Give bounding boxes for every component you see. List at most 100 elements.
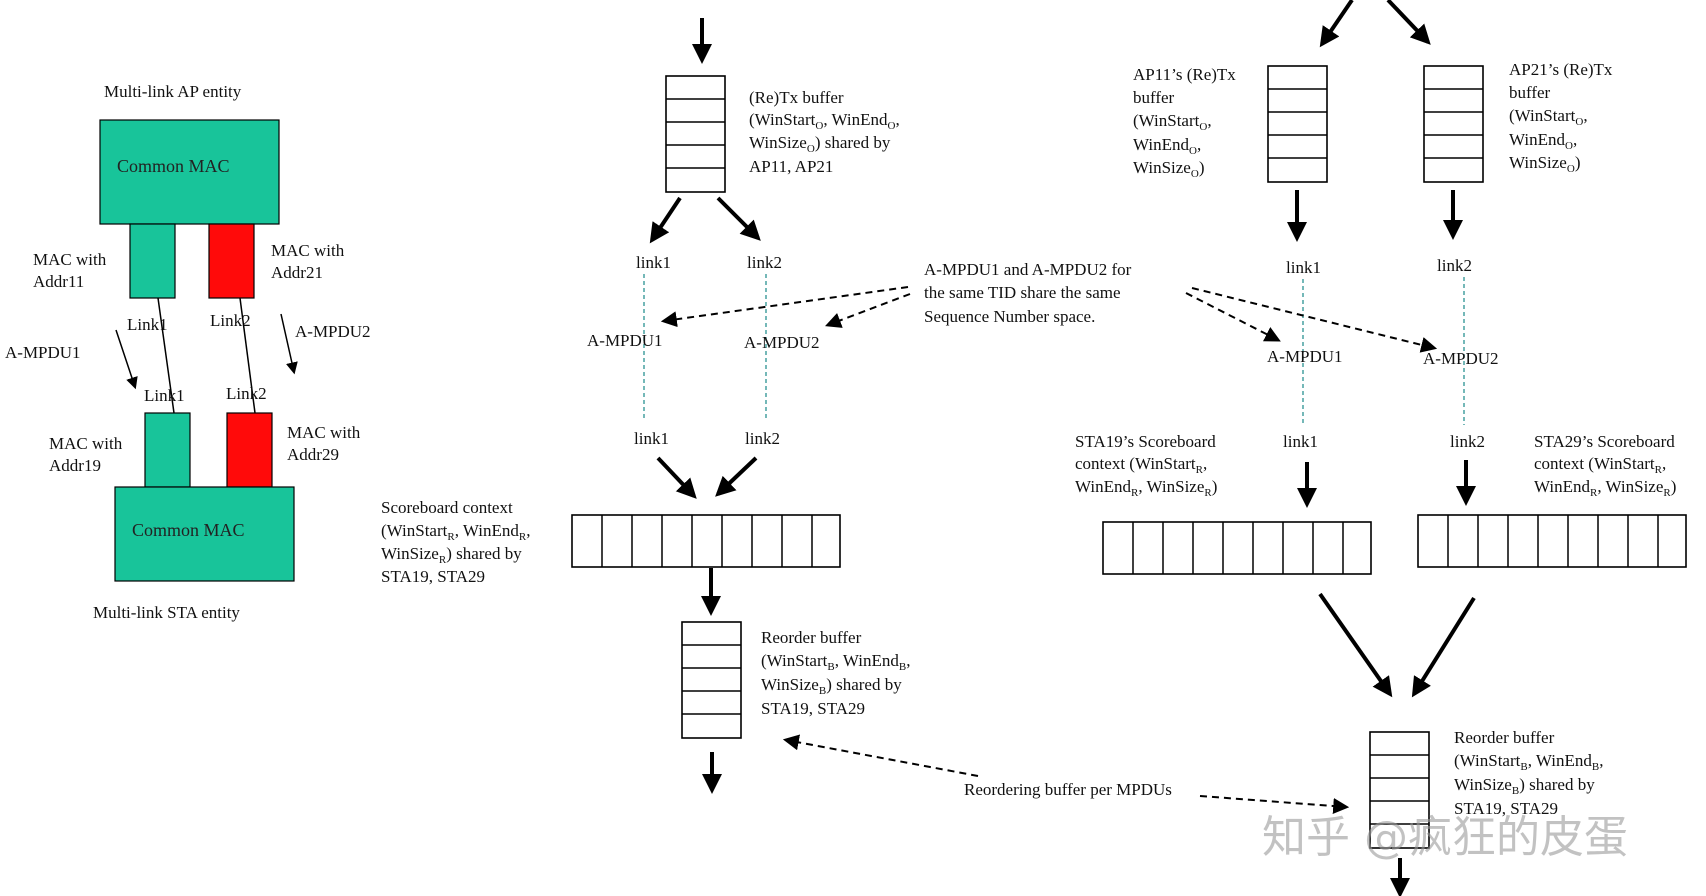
right-top-arrow-left (1319, 0, 1354, 48)
sta29-scoreboard-label: STA29’s Scoreboard (1534, 432, 1675, 451)
watermark: 知乎 @疯狂的皮蛋 (1262, 812, 1628, 863)
ap21-buffer-label-2: buffer (1509, 83, 1551, 102)
mid-tx-buffer-label-3: WinSizeO) shared by (749, 133, 891, 155)
right-reorder-label-2: (WinStartB, WinEndB, (1454, 751, 1603, 773)
sta-common-mac-box (114, 486, 295, 582)
reorder-note-to-right-arrow (1199, 795, 1350, 815)
mid-reorder-label-2: (WinStartB, WinEndB, (761, 651, 910, 673)
right-reorder-label-4: STA19, STA29 (1454, 799, 1558, 818)
mac-addr19-label-2: Addr19 (49, 456, 101, 475)
right-reorder-buffer (1369, 731, 1430, 849)
sta19-scoreboard-label-2: context (WinStartR, (1075, 454, 1207, 476)
ap21-buffer-label-4: WinEndO, (1509, 130, 1577, 152)
mac-addr11-label: MAC with (33, 250, 107, 269)
sta29-scoreboard-buffer (1417, 514, 1687, 568)
mac-addr21-box (208, 223, 255, 299)
mac-addr11-label-2: Addr11 (33, 272, 84, 291)
shared-sn-note: A-MPDU1 and A-MPDU2 for (924, 260, 1132, 279)
note-to-right-ampdu2-arrow (1191, 287, 1438, 353)
right-link1-top: link1 (1286, 258, 1321, 277)
sta29-scoreboard-label-3: WinEndR, WinSizeR) (1534, 477, 1676, 499)
ap11-buffer-label: AP11’s (Re)Tx (1133, 65, 1236, 84)
mid-tx-buffer-label-2: (WinStartO, WinEndO, (749, 110, 900, 132)
mid-tx-buffer (665, 75, 726, 193)
mid-scoreboard-label-2: (WinStartR, WinEndR, (381, 521, 530, 543)
mid-reorder-label-3: WinSizeB) shared by (761, 675, 902, 697)
note-to-right-ampdu1-arrow (1185, 292, 1281, 342)
shared-sn-note-2: the same TID share the same (924, 283, 1121, 302)
mid-ampdu1-label: A-MPDU1 (587, 331, 663, 350)
right-ampdu2-label: A-MPDU2 (1423, 349, 1499, 368)
ap21-buffer-label-5: WinSizeO) (1509, 153, 1580, 175)
mid-split-arrow-left (649, 196, 682, 244)
mid-merge-arrow-left (656, 456, 697, 499)
ap11-buffer-label-5: WinSizeO) (1133, 158, 1204, 180)
right-link2-bottom: link2 (1450, 432, 1485, 451)
ap-common-mac-box (99, 119, 280, 225)
right-panel: AP11’s (Re)Tx buffer (WinStartO, WinEndO… (1075, 0, 1687, 896)
mac-addr19-label: MAC with (49, 434, 123, 453)
left-link2-top: Link2 (210, 311, 251, 330)
mid-link2-top: link2 (747, 253, 782, 272)
mid-tx-buffer-label-4: AP11, AP21 (749, 157, 833, 176)
left-ampdu2-label: A-MPDU2 (295, 322, 371, 341)
right-link2-top: link2 (1437, 256, 1472, 275)
reorder-per-mpdu-note: Reordering buffer per MPDUs (964, 780, 1172, 799)
mac-addr11-box (129, 223, 176, 299)
mid-tx-buffer-label: (Re)Tx buffer (749, 88, 844, 107)
right-reorder-label: Reorder buffer (1454, 728, 1555, 747)
left-link1-bottom: Link1 (144, 386, 185, 405)
left-ampdu1-label: A-MPDU1 (5, 343, 81, 362)
ap11-buffer-label-2: buffer (1133, 88, 1175, 107)
ap-entity-label: Multi-link AP entity (104, 82, 242, 101)
right-merge-arrow-right (1411, 596, 1476, 698)
mid-scoreboard-label: Scoreboard context (381, 498, 513, 517)
mid-scoreboard-buffer (571, 514, 841, 568)
mid-reorder-buffer (681, 621, 742, 739)
sta29-scoreboard-label-2: context (WinStartR, (1534, 454, 1666, 476)
mac-addr29-label: MAC with (287, 423, 361, 442)
mac-addr21-label-2: Addr21 (271, 263, 323, 282)
right-merge-arrow-left (1318, 592, 1393, 698)
mid-link2-bottom: link2 (745, 429, 780, 448)
mid-link1-bottom: link1 (634, 429, 669, 448)
ap-common-mac-label: Common MAC (117, 156, 230, 176)
left-link2-bottom: Link2 (226, 384, 267, 403)
right-link1-bottom: link1 (1283, 432, 1318, 451)
ap21-tx-buffer (1423, 65, 1484, 183)
right-ampdu1-label: A-MPDU1 (1267, 347, 1343, 366)
ap11-buffer-label-4: WinEndO, (1133, 135, 1201, 157)
ap21-buffer-label: AP21’s (Re)Tx (1509, 60, 1613, 79)
note-to-mid-ampdu2-arrow (825, 293, 911, 328)
left-link1-top: Link1 (127, 315, 168, 334)
mid-link1-top: link1 (636, 253, 671, 272)
mid-ampdu2-label: A-MPDU2 (744, 333, 820, 352)
middle-panel: (Re)Tx buffer (WinStartO, WinEndO, WinSi… (381, 18, 1350, 815)
shared-sn-note-3: Sequence Number space. (924, 307, 1095, 326)
mid-scoreboard-label-4: STA19, STA29 (381, 567, 485, 586)
mac-addr19-box (144, 412, 191, 488)
mid-reorder-label: Reorder buffer (761, 628, 862, 647)
mac-addr21-label: MAC with (271, 241, 345, 260)
left-ampdu2-arrow (280, 313, 298, 375)
ap21-buffer-label-3: (WinStartO, (1509, 106, 1588, 128)
mac-addr29-box (226, 412, 273, 488)
sta19-scoreboard-buffer (1102, 521, 1372, 575)
note-to-mid-ampdu1-arrow (660, 286, 909, 328)
sta19-scoreboard-label-3: WinEndR, WinSizeR) (1075, 477, 1217, 499)
right-top-arrow-right (1386, 0, 1431, 45)
reorder-note-to-mid-arrow (782, 734, 979, 777)
sta19-scoreboard-label: STA19’s Scoreboard (1075, 432, 1216, 451)
left-panel: Multi-link AP entity Common MAC MAC with… (5, 82, 371, 622)
left-link2-line (239, 297, 256, 414)
mid-split-arrow-right (716, 196, 761, 241)
sta-entity-label: Multi-link STA entity (93, 603, 240, 622)
left-ampdu1-arrow (115, 329, 138, 390)
ap11-buffer-label-3: (WinStartO, (1133, 111, 1212, 133)
mid-merge-arrow-right (715, 456, 758, 497)
mid-scoreboard-label-3: WinSizeR) shared by (381, 544, 522, 566)
mid-reorder-label-4: STA19, STA29 (761, 699, 865, 718)
ap11-tx-buffer (1267, 65, 1328, 183)
mac-addr29-label-2: Addr29 (287, 445, 339, 464)
